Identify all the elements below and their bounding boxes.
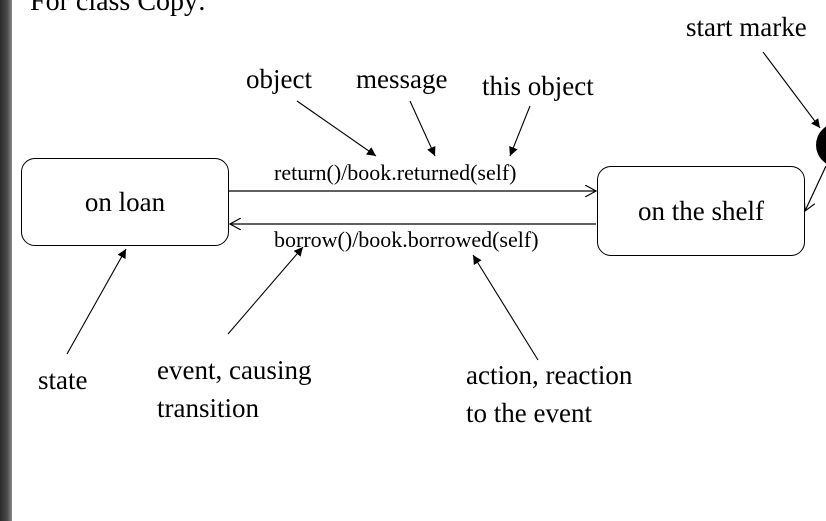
start-transition-arrow bbox=[805, 165, 826, 211]
message-pointer bbox=[409, 100, 436, 157]
borrow-transition-label: borrow()/book.borrowed(self) bbox=[274, 227, 539, 252]
annotation-object: object bbox=[246, 64, 312, 94]
annotation-start-marker: start marke bbox=[686, 12, 807, 42]
start-marker-pointer bbox=[762, 51, 821, 129]
annotation-action-line1: action, reaction bbox=[466, 360, 633, 390]
diagram-title: For class Copy: bbox=[30, 0, 206, 17]
this-object-pointer bbox=[509, 105, 531, 157]
annotation-action-line2: to the event bbox=[466, 398, 592, 428]
annotation-event-line1: event, causing bbox=[157, 355, 312, 385]
state-on-loan-label: on loan bbox=[84, 186, 166, 217]
event-pointer bbox=[227, 246, 304, 335]
state-on-the-shelf-label: on the shelf bbox=[638, 195, 764, 226]
annotation-action: action, reaction to the event bbox=[466, 356, 632, 432]
annotation-event-line2: transition bbox=[157, 393, 259, 423]
state-on-the-shelf: on the shelf bbox=[597, 166, 805, 256]
return-transition-label: return()/book.returned(self) bbox=[274, 160, 517, 185]
state-on-loan: on loan bbox=[21, 158, 229, 246]
start-marker-node bbox=[816, 126, 826, 164]
left-edge-strip bbox=[0, 0, 12, 521]
state-pointer bbox=[66, 248, 127, 355]
annotation-this-object: this object bbox=[482, 71, 594, 101]
annotation-message: message bbox=[356, 64, 448, 94]
object-pointer bbox=[296, 100, 377, 157]
annotation-state: state bbox=[38, 365, 88, 395]
action-pointer bbox=[472, 254, 539, 361]
annotation-event: event, causing transition bbox=[157, 351, 311, 427]
